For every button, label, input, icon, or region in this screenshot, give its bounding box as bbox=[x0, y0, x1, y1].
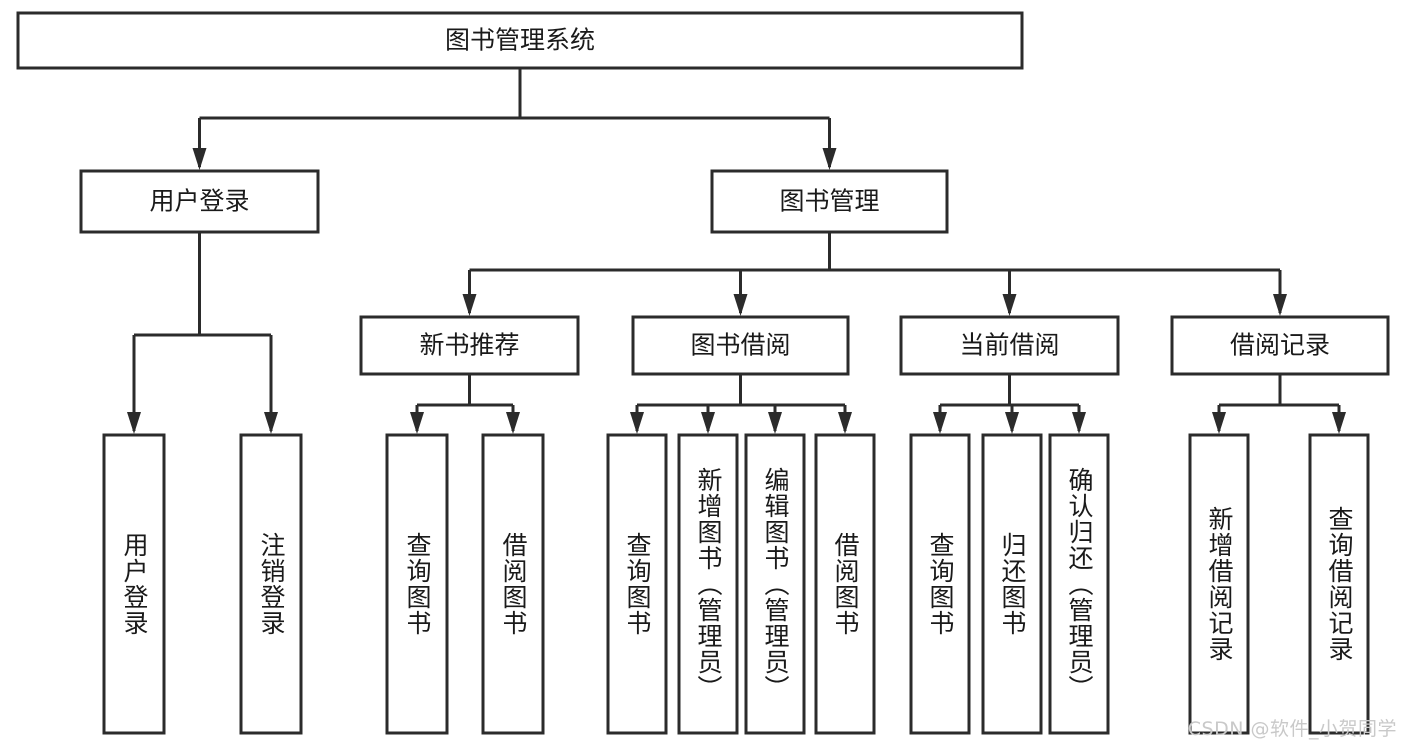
node-box-user-login bbox=[79, 169, 320, 234]
arrow-new-book-recommend-to-leaf-query-book-1 bbox=[410, 412, 424, 434]
node-box-leaf-borrow-book-1 bbox=[481, 433, 545, 735]
node-box-leaf-add-book bbox=[677, 433, 739, 735]
arrow-user-login-to-leaf-user-logout bbox=[264, 412, 278, 434]
node-box-new-book-recommend bbox=[359, 315, 580, 376]
arrow-root-to-book-manage bbox=[822, 148, 837, 170]
arrow-borrow-record-to-leaf-query-record bbox=[1332, 412, 1346, 434]
node-box-leaf-query-record bbox=[1308, 433, 1370, 735]
node-box-leaf-edit-book bbox=[744, 433, 806, 735]
node-label-borrow-record: 借阅记录 bbox=[1230, 331, 1330, 360]
node-box-leaf-user-login bbox=[102, 433, 166, 735]
connector-layer bbox=[127, 68, 1346, 434]
node-box-book-manage bbox=[710, 169, 949, 234]
arrow-current-borrow-to-leaf-confirm-return bbox=[1072, 412, 1086, 434]
arrow-book-manage-to-book-borrow bbox=[733, 294, 748, 316]
node-box-leaf-return-book bbox=[981, 433, 1043, 735]
node-box-leaf-user-logout bbox=[239, 433, 303, 735]
node-label-current-borrow: 当前借阅 bbox=[959, 331, 1059, 360]
node-box-leaf-add-record bbox=[1188, 433, 1250, 735]
arrow-book-borrow-to-leaf-add-book bbox=[701, 412, 715, 434]
node-box-current-borrow bbox=[899, 315, 1120, 376]
arrow-book-borrow-to-leaf-query-book-2 bbox=[630, 412, 644, 434]
arrow-new-book-recommend-to-leaf-borrow-book-1 bbox=[506, 412, 520, 434]
arrow-user-login-to-leaf-user-login bbox=[127, 412, 141, 434]
arrow-borrow-record-to-leaf-add-record bbox=[1212, 412, 1226, 434]
node-box-leaf-query-book-1 bbox=[385, 433, 449, 735]
node-box-leaf-query-book-3 bbox=[909, 433, 971, 735]
arrow-book-manage-to-new-book-recommend bbox=[462, 294, 477, 316]
node-box-borrow-record bbox=[1170, 315, 1390, 376]
node-box-layer bbox=[16, 11, 1390, 735]
arrow-root-to-user-login bbox=[192, 148, 207, 170]
node-label-root: 图书管理系统 bbox=[445, 26, 595, 55]
arrow-book-manage-to-current-borrow bbox=[1002, 294, 1017, 316]
arrow-current-borrow-to-leaf-return-book bbox=[1005, 412, 1019, 434]
node-box-leaf-borrow-book-2 bbox=[814, 433, 876, 735]
node-box-leaf-confirm-return bbox=[1048, 433, 1110, 735]
watermark: CSDN @软件_小贺同学 bbox=[1187, 718, 1397, 740]
arrow-book-borrow-to-leaf-borrow-book-2 bbox=[838, 412, 852, 434]
arrow-book-borrow-to-leaf-edit-book bbox=[768, 412, 782, 434]
node-box-root bbox=[16, 11, 1024, 70]
arrow-book-manage-to-borrow-record bbox=[1273, 294, 1287, 316]
node-box-book-borrow bbox=[631, 315, 850, 376]
node-box-leaf-query-book-2 bbox=[606, 433, 668, 735]
arrow-current-borrow-to-leaf-query-book-3 bbox=[933, 412, 947, 434]
node-label-new-book-recommend: 新书推荐 bbox=[419, 331, 519, 360]
node-label-book-manage: 图书管理 bbox=[779, 187, 879, 216]
node-label-book-borrow: 图书借阅 bbox=[690, 331, 790, 360]
node-label-user-login: 用户登录 bbox=[149, 187, 249, 216]
